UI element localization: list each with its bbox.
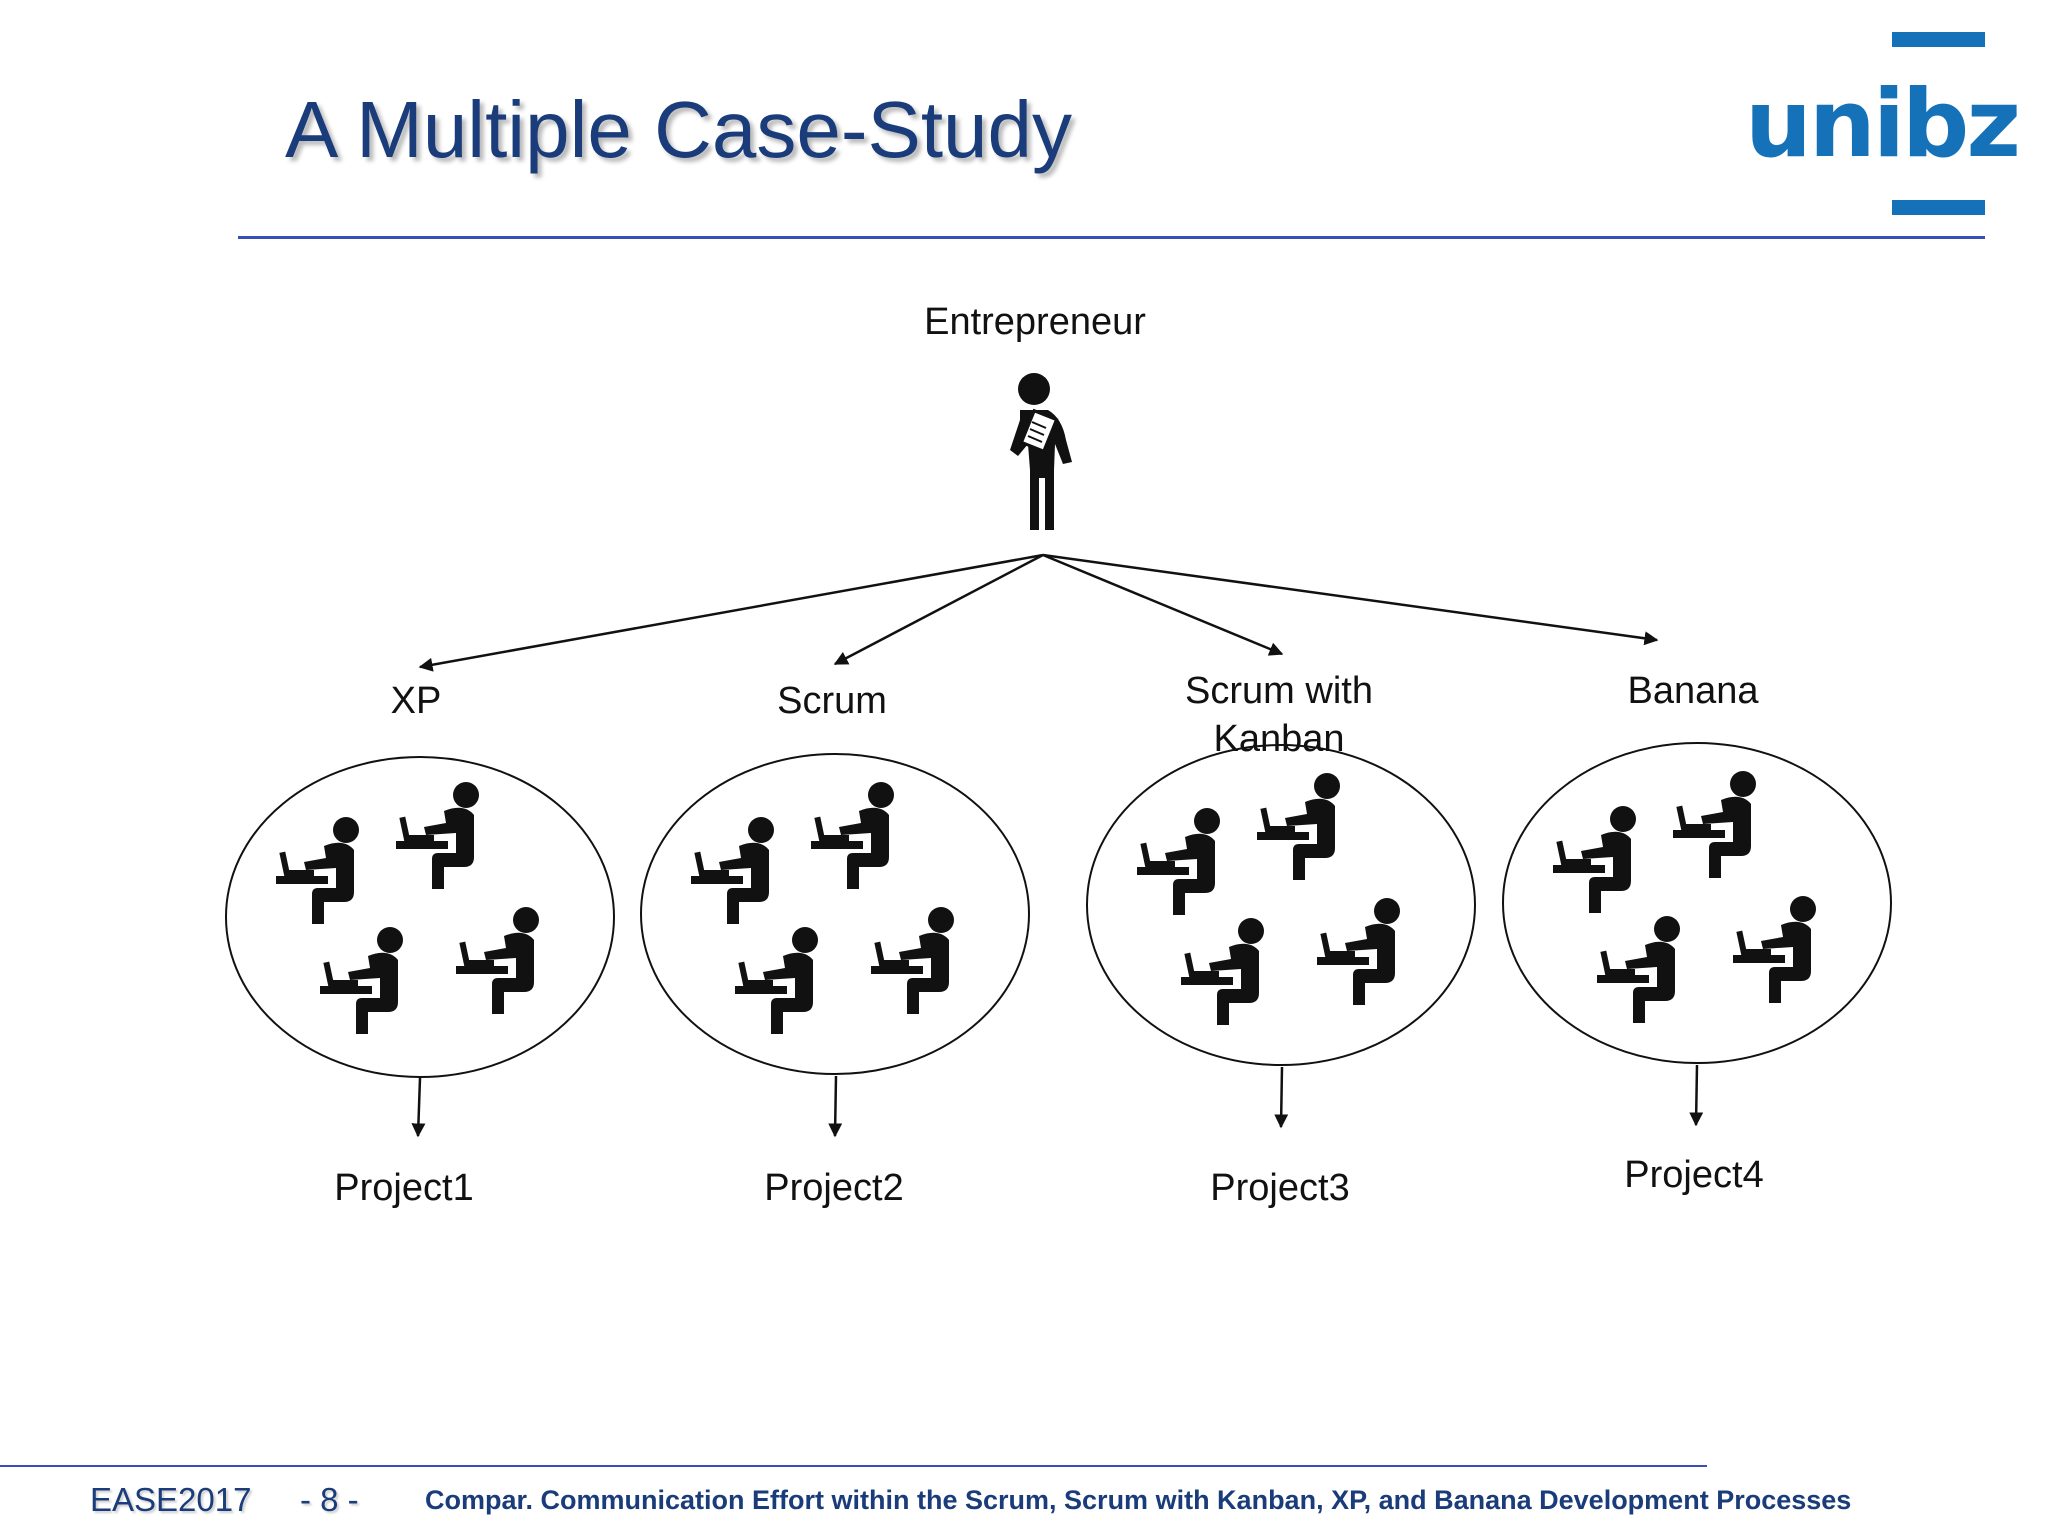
process-label-scrum-kanban-line2: Kanban [1213,718,1344,760]
project-label-4: Project4 [1624,1154,1763,1196]
project-label-1: Project1 [334,1167,473,1209]
process-scrum-branch: Scrum Project2 [640,680,1030,1209]
process-label-scrum: Scrum [777,680,887,722]
process-xp-branch: XP Project1 [225,680,615,1209]
footer-conference: EASE2017 [90,1481,252,1518]
root-to-process-arrows [418,553,1659,672]
process-banana-branch: Banana Project4 [1502,670,1892,1196]
footer-description: Compar. Communication Effort within the … [425,1485,1852,1515]
footer-divider [0,1465,1707,1467]
arrow-to-scrum-kanban [1042,553,1284,656]
unibz-logo: unibz [1745,28,2021,218]
logo-wordmark: unibz [1745,70,2021,179]
process-label-xp: XP [391,680,442,722]
team-at-laptops-icon [1137,773,1400,1025]
title-divider [238,236,1985,239]
project-label-2: Project2 [764,1167,903,1209]
logo-bottom-bar [1892,200,1985,215]
arrow-to-scrum [833,553,1044,666]
team-at-laptops-icon [1553,771,1816,1023]
root-label: Entrepreneur [924,301,1146,343]
team-circle-banana [1502,742,1892,1064]
arrow-to-project1 [411,1077,426,1138]
team-circle-scrum-kanban [1086,744,1476,1066]
root-node: Entrepreneur [924,301,1146,530]
team-at-laptops-icon [691,782,954,1034]
team-at-laptops-icon [276,782,539,1034]
footer-page-number: - 8 - [300,1481,359,1518]
arrow-to-banana [1042,553,1659,646]
project-label-3: Project3 [1210,1167,1349,1209]
process-label-scrum-kanban-line1: Scrum with [1185,670,1373,712]
slide-title: A Multiple Case-Study [285,85,1073,174]
team-circle-xp [225,756,615,1078]
arrow-to-project4 [1689,1064,1704,1127]
arrow-to-project3 [1274,1066,1289,1129]
arrow-to-project2 [828,1075,843,1138]
logo-top-bar [1892,32,1985,47]
process-label-banana: Banana [1627,670,1759,712]
businessman-with-clipboard-icon [1010,373,1072,530]
arrow-to-xp [418,553,1044,672]
team-circle-scrum [640,753,1030,1075]
process-scrum-kanban-branch: Scrum with Kanban Project3 [1086,670,1476,1209]
